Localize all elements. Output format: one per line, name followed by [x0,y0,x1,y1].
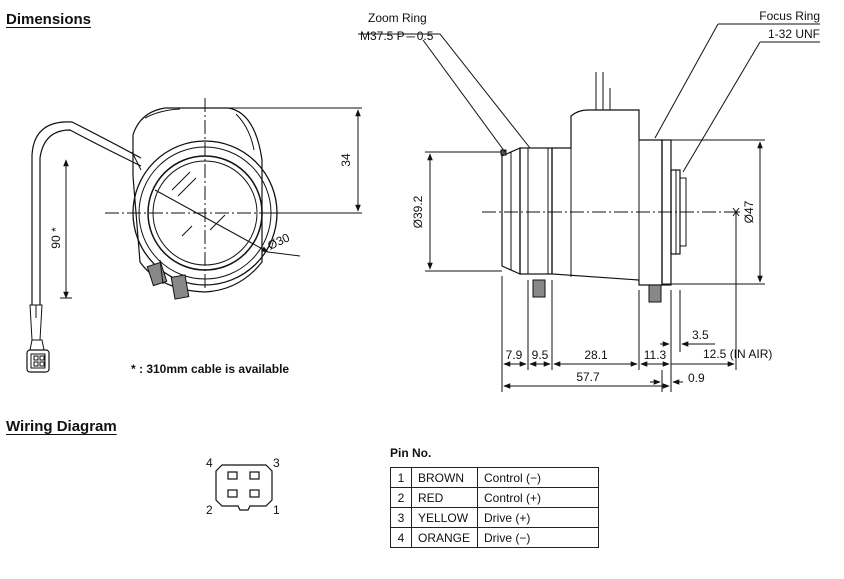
pin-table-title: Pin No. [390,446,432,460]
wire-color: BROWN [411,467,478,488]
pin-function: Control (−) [477,467,599,488]
lens-glass [147,155,263,271]
pin-label: 2 [206,503,213,517]
connector-diagram [215,464,273,511]
pin-socket [227,489,238,498]
focus-ring-thread-label: 1-32 UNF [768,27,820,41]
lock-screw [532,279,546,298]
pin-label: 3 [273,456,280,470]
total-length-label: 57.7 [576,370,600,384]
pin-number: 2 [390,487,412,508]
focus-ring-label: Focus Ring [759,9,820,23]
pin-number: 1 [390,467,412,488]
table-row: 3 YELLOW Drive (+) [390,507,599,528]
pin-socket [227,471,238,480]
back-focus-label: 12.5 (IN AIR) [703,347,772,361]
pin-socket [249,471,260,480]
diameter-dimension-label: Ø30 [265,230,292,252]
lock-screw [146,261,168,287]
cable-length-label: 90 * [49,227,63,249]
front-diameter-label: Ø39.2 [411,195,425,228]
pin-number: 4 [390,527,412,548]
zoom-ring-label: Zoom Ring [368,11,427,25]
pin-table: 1 BROWN Control (−) 2 RED Control (+) 3 … [390,467,599,548]
height-dimension-label: 34 [339,153,353,167]
cable-note: * : 310mm cable is available [131,362,289,376]
dimensions-heading: Dimensions [6,11,92,28]
dim-label: 28.1 [584,348,608,362]
lock-screw [648,284,662,303]
lock-screw [170,274,190,300]
side-view [358,23,820,392]
wire-color: ORANGE [411,527,478,548]
dim-label: 11.3 [644,348,667,362]
dim-label: 7.9 [506,348,523,362]
pin-number: 3 [390,507,412,528]
zoom-ring-thread-label: M37.5 P＝0.5 [360,29,434,43]
table-row: 4 ORANGE Drive (−) [390,527,599,548]
table-row: 1 BROWN Control (−) [390,467,599,488]
wiring-diagram-heading: Wiring Diagram [6,418,117,435]
rear-diameter-label: Ø47 [742,200,756,223]
pin-function: Drive (+) [477,507,599,528]
small-dim-label: 0.9 [688,371,705,385]
flange-dim-label: 3.5 [692,328,709,342]
pin-label: 1 [273,503,280,517]
dim-label: 9.5 [532,348,549,362]
pin-function: Control (+) [477,487,599,508]
wire-color: RED [411,487,478,508]
front-view [26,98,362,373]
pin-function: Drive (−) [477,527,599,548]
wire-color: YELLOW [411,507,478,528]
pin-label: 4 [206,456,213,470]
table-row: 2 RED Control (+) [390,487,599,508]
pin-socket [249,489,260,498]
